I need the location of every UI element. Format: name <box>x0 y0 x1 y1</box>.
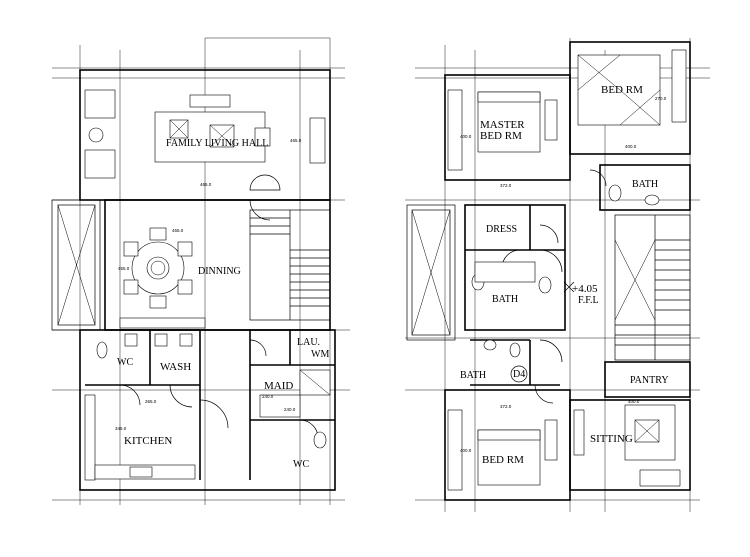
room-label-bed-rm-top: BED RM <box>601 84 643 96</box>
room-label-dinning: DINNING <box>198 266 241 277</box>
room-label-pantry: PANTRY <box>630 375 669 386</box>
dim-bed-top-width: 270.0 <box>655 96 667 101</box>
room-label-master-bed-line2: BED RM <box>480 130 522 142</box>
dim-hall-depth: 465.0 <box>290 138 302 143</box>
room-label-dress: DRESS <box>486 224 517 235</box>
room-label-family-living-hall: FAMILY LIVING HALL <box>166 138 268 149</box>
dim-bed-bottom-width: 372.0 <box>500 404 512 409</box>
dining-table <box>119 227 206 329</box>
room-label-wm: WM <box>311 349 329 360</box>
dim-dining-width: 455.0 <box>172 228 184 233</box>
dim-kitchen-width: 265.0 <box>145 399 157 404</box>
room-label-bath-mid: BATH <box>492 294 518 305</box>
door-tag-d4: D4 <box>513 369 525 380</box>
room-label-laundry: LAU. <box>297 337 320 348</box>
ground-room-labels: FAMILY LIVING HALL DINNING WC WASH KITCH… <box>117 138 329 470</box>
first-dimension-labels: 372.0 400.0 270.0 400.0 372.0 400.0 400.… <box>460 96 667 453</box>
dim-master-depth: 400.0 <box>460 134 472 139</box>
ground-dimension-labels: 465.0 465.0 455.0 455.0 265.0 345.0 240.… <box>115 138 302 431</box>
room-label-wc-2: WC <box>293 459 309 470</box>
dim-hall-width: 465.0 <box>200 182 212 187</box>
dim-master-width: 372.0 <box>500 183 512 188</box>
room-label-kitchen: KITCHEN <box>124 435 172 447</box>
dim-bed-top-depth: 400.0 <box>625 144 637 149</box>
dim-maid-depth: 240.0 <box>284 407 296 412</box>
dim-maid-width: 240.0 <box>262 394 274 399</box>
first-room-labels: MASTER BED RM BED RM BATH DRESS BATH BAT… <box>460 84 669 466</box>
room-label-bath-low: BATH <box>460 370 486 381</box>
room-label-maid: MAID <box>264 380 293 392</box>
first-floor-furniture <box>447 49 687 491</box>
room-label-sitting: SITTING <box>590 433 633 445</box>
first-floor-walls <box>406 41 691 501</box>
ground-staircase <box>249 209 331 321</box>
dim-dining-depth: 455.0 <box>118 266 130 271</box>
living-furniture <box>84 89 326 191</box>
room-label-bed-rm-bottom: BED RM <box>482 454 524 466</box>
ground-floor-plan: FAMILY LIVING HALL DINNING WC WASH KITCH… <box>51 37 350 505</box>
dim-bed-bottom-depth: 400.0 <box>460 448 472 453</box>
room-label-bath-top: BATH <box>632 179 658 190</box>
room-label-master-bed-line1: MASTER <box>480 119 525 131</box>
level-value: +4.05 <box>572 283 598 295</box>
first-floor-plan: MASTER BED RM BED RM BATH DRESS BATH BAT… <box>405 38 710 512</box>
first-floor-fixtures <box>471 184 660 358</box>
ground-fixtures <box>84 333 331 481</box>
dim-sitting-width: 400.0 <box>628 399 640 404</box>
first-staircase <box>614 214 691 361</box>
first-floor-annotations: D4 +4.05 F.F.L <box>510 281 599 383</box>
dim-kitchen-depth: 345.0 <box>115 426 127 431</box>
room-label-wash: WASH <box>160 361 191 373</box>
room-label-wc-1: WC <box>117 357 133 368</box>
level-unit: F.F.L <box>578 295 599 306</box>
